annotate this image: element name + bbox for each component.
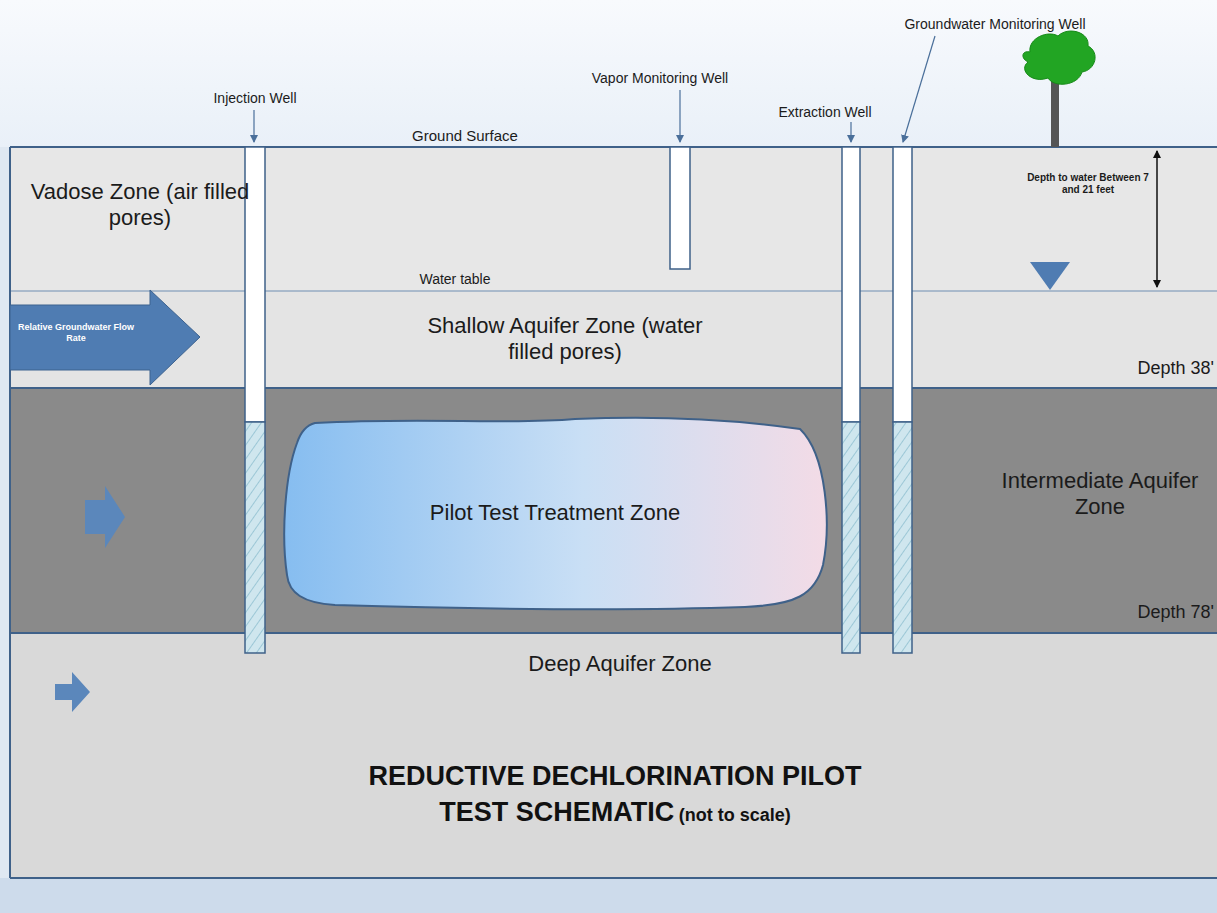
intermediate-band <box>10 388 1217 633</box>
flow-arrow <box>10 290 200 385</box>
sky <box>0 0 1217 147</box>
title-block: REDUCTIVE DECHLORINATION PILOT TEST SCHE… <box>355 758 875 831</box>
surface-label: Ground Surface <box>395 127 535 145</box>
well-label: Groundwater Monitoring Well <box>880 16 1110 33</box>
well-label: Extraction Well <box>760 104 890 121</box>
water-table-label: Water table <box>395 271 515 288</box>
water-table-symbol <box>1030 262 1070 290</box>
wells <box>245 147 912 653</box>
zone-name: Vadose Zone (air filled pores) <box>22 179 258 232</box>
zone-name: Intermediate Aquifer Zone <box>982 468 1217 521</box>
tree-crown <box>1023 31 1095 84</box>
zone-name: Shallow Aquifer Zone (water filled pores… <box>402 313 728 366</box>
vadose-band <box>10 147 1217 291</box>
well-label: Injection Well <box>180 90 330 107</box>
treatment-zone: Pilot Test Treatment Zone <box>275 415 835 611</box>
depth-label: Depth 38' <box>1118 358 1214 380</box>
base-strip <box>0 878 1217 913</box>
depth-label: Depth 78' <box>1118 602 1214 624</box>
depth-note: Depth to water Between 7 and 21 feet <box>1022 172 1154 196</box>
zone-band: Shallow Aquifer Zone (water filled pores… <box>10 291 1217 388</box>
zone-name: Deep Aquifer Zone <box>470 651 770 677</box>
tree-trunk <box>1051 80 1059 147</box>
shallow-band <box>10 291 1217 388</box>
zone-label: Pilot Test Treatment Zone <box>275 500 835 526</box>
flow-arrow <box>85 486 125 548</box>
flow-label: Relative Groundwater Flow Rate <box>14 322 138 344</box>
zone-band: Vadose Zone (air filled pores) <box>10 147 1217 291</box>
deep-band <box>10 633 1217 878</box>
well-label: Vapor Monitoring Well <box>560 70 760 87</box>
zone-band: Intermediate Aquifer ZonePilot Test Trea… <box>10 388 1217 633</box>
scale-note: (not to scale) <box>679 805 791 825</box>
zone-band: Deep Aquifer Zone <box>10 633 1217 878</box>
flow-arrow <box>55 672 90 712</box>
